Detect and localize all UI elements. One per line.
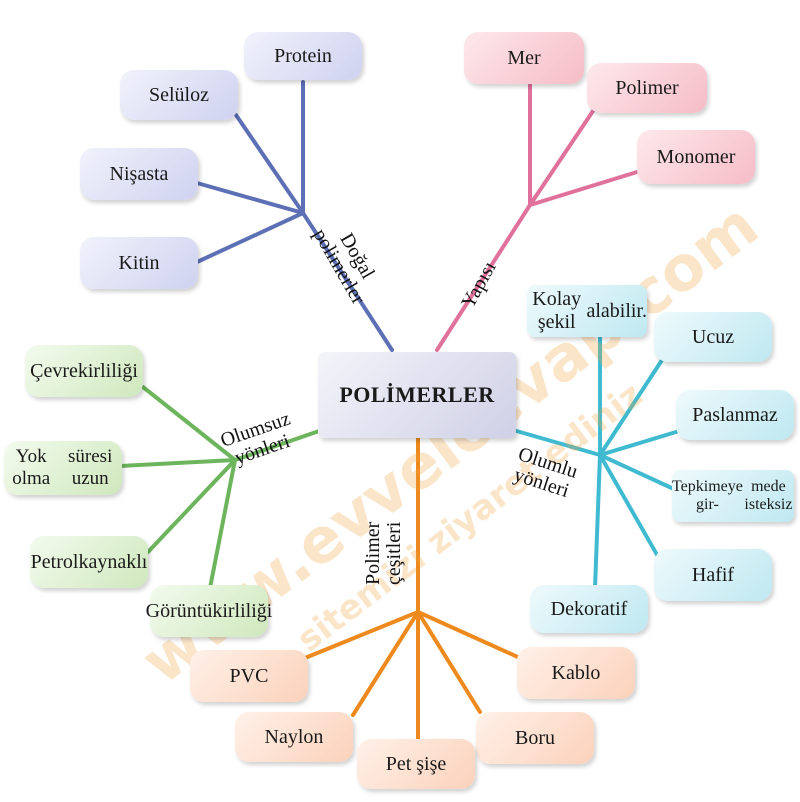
node-cevre-line2: kirliliği — [77, 359, 138, 382]
node-nisasta-label: Nişasta — [109, 162, 169, 185]
node-petrol-line2: kaynaklı — [78, 550, 148, 573]
node-ucuz: Ucuz — [654, 312, 772, 362]
node-tepkime-line1: Tepkimeye gir- — [672, 477, 743, 513]
node-ucuz-label: Ucuz — [691, 325, 735, 348]
center-label: POLİMERLER — [339, 382, 495, 408]
node-paslanmaz-label: Paslanmaz — [692, 403, 778, 426]
node-naylon-label: Naylon — [264, 725, 324, 748]
line-kablo — [416, 610, 522, 660]
line-hafif — [598, 453, 662, 562]
node-nisasta: Nişasta — [80, 148, 198, 200]
node-yok-line2: süresi uzun — [68, 446, 113, 489]
node-pvc-label: PVC — [229, 664, 269, 687]
node-tepkime-line2: mede isteksiz — [744, 477, 793, 513]
node-protein: Protein — [244, 32, 362, 80]
node-kitin: Kitin — [80, 237, 198, 289]
line-paslanmaz — [598, 430, 678, 457]
node-hafif-label: Hafif — [691, 563, 735, 586]
line-tepkime — [598, 453, 678, 492]
node-boru-label: Boru — [515, 726, 555, 749]
branch-label-cesit: Polimer çeşitleri — [362, 521, 405, 585]
node-boru: Boru — [476, 712, 594, 764]
node-tepkime: Tepkimeye gir- mede isteksiz — [672, 470, 794, 522]
line-polimer — [528, 106, 597, 207]
node-seluloz: Selüloz — [120, 70, 238, 120]
node-monomer: Monomer — [637, 130, 755, 184]
node-kablo-label: Kablo — [551, 661, 601, 684]
node-mer: Mer — [464, 32, 584, 84]
line-olumlu-trunk — [511, 428, 602, 457]
node-paslanmaz: Paslanmaz — [676, 390, 794, 440]
line-olumsuz-trunk — [233, 428, 324, 462]
node-dekoratif-label: Dekoratif — [550, 597, 628, 620]
node-polimer-label: Polimer — [615, 76, 679, 99]
node-cevre-line1: Çevre — [30, 359, 78, 382]
node-cevre-kirliligi: Çevre kirliliği — [25, 345, 143, 397]
node-pvc: PVC — [190, 650, 308, 702]
line-pvc — [303, 610, 420, 660]
node-goruntu-line1: Görüntü — [145, 599, 213, 622]
line-nisasta — [195, 181, 305, 215]
node-petrol-kaynakli: Petrol kaynaklı — [30, 536, 148, 588]
branch-label-cesit-line2: çeşitleri — [383, 521, 405, 585]
node-polimer: Polimer — [587, 63, 707, 113]
node-hafif: Hafif — [654, 549, 772, 601]
line-cevre — [141, 385, 237, 462]
node-kolay-sekil-line2: alabilir. — [586, 299, 647, 322]
node-goruntu-line2: kirliliği — [212, 599, 273, 622]
node-naylon: Naylon — [235, 712, 353, 762]
node-kolay-sekil-line1: Kolay şekil — [532, 288, 582, 333]
node-yok-olma: Yok olma süresi uzun — [4, 441, 122, 495]
line-yok — [119, 458, 237, 468]
line-naylon — [351, 610, 420, 717]
line-petrol — [146, 458, 237, 554]
line-kitin — [195, 211, 305, 264]
node-kolay-sekil: Kolay şekil alabilir. — [527, 285, 647, 337]
node-kitin-label: Kitin — [118, 251, 160, 274]
node-pet-sise-label: Pet şişe — [385, 752, 447, 775]
line-monomer — [528, 170, 639, 207]
node-yok-line1: Yok olma — [12, 446, 51, 489]
line-yapisi-trunk — [435, 203, 532, 352]
line-dogal-trunk — [301, 211, 394, 352]
line-goruntu — [208, 458, 237, 590]
line-dekoratif — [593, 453, 602, 590]
center-node: POLİMERLER — [318, 352, 516, 438]
node-petrol-line1: Petrol — [30, 550, 79, 573]
branch-label-cesit-line1: Polimer — [362, 521, 384, 585]
node-kablo: Kablo — [517, 647, 635, 699]
line-boru — [416, 610, 482, 714]
node-monomer-label: Monomer — [656, 145, 736, 168]
line-seluloz — [234, 113, 305, 215]
node-pet-sise: Pet şişe — [357, 739, 475, 789]
node-mer-label: Mer — [507, 46, 541, 69]
line-ucuz — [598, 358, 664, 457]
node-dekoratif: Dekoratif — [530, 585, 648, 633]
node-goruntu-kirliligi: Görüntü kirliliği — [146, 585, 272, 637]
node-seluloz-label: Selüloz — [149, 83, 209, 106]
node-protein-label: Protein — [274, 44, 332, 67]
